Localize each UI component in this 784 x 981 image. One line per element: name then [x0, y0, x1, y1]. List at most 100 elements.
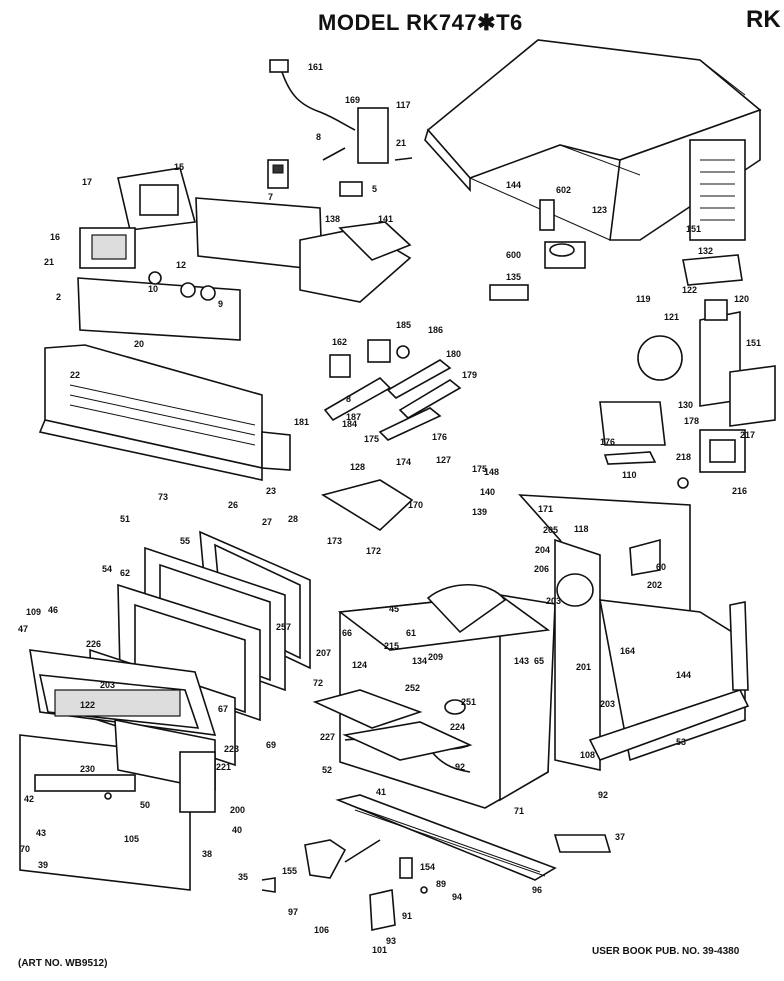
part-number-label: 143: [514, 656, 529, 666]
part-number-label: 169: [345, 95, 360, 105]
part-number-label: 122: [80, 700, 95, 710]
part-number-label: 73: [158, 492, 168, 502]
part-number-label: 124: [352, 660, 367, 670]
part-number-label: 139: [472, 507, 487, 517]
part-number-label: 122: [682, 285, 697, 295]
right-side-parts: [489, 199, 776, 489]
part-number-label: 132: [698, 246, 713, 256]
control-panel-parts: [77, 167, 412, 341]
part-number-label: 186: [428, 325, 443, 335]
part-number-label: 92: [598, 790, 608, 800]
part-number-label: 62: [120, 568, 130, 578]
part-number-label: 94: [452, 892, 462, 902]
part-number-label: 15: [174, 162, 184, 172]
part-number-label: 176: [600, 437, 615, 447]
part-number-label: 205: [543, 525, 558, 535]
wire-harness-part: [267, 59, 413, 197]
part-number-label: 118: [574, 524, 589, 534]
part-number-label: 251: [461, 697, 476, 707]
part-number-label: 12: [176, 260, 186, 270]
part-number-label: 178: [684, 416, 699, 426]
part-number-label: 20: [134, 339, 144, 349]
part-number-label: 130: [678, 400, 693, 410]
part-number-label: 9: [218, 299, 223, 309]
part-number-label: 148: [484, 467, 499, 477]
part-number-label: 140: [480, 487, 495, 497]
part-number-label: 161: [308, 62, 323, 72]
part-number-label: 120: [734, 294, 749, 304]
part-number-label: 151: [686, 224, 701, 234]
part-number-label: 215: [384, 641, 399, 651]
outer-frame-part: [518, 494, 750, 771]
part-number-label: 7: [268, 192, 273, 202]
part-number-label: 17: [82, 177, 92, 187]
part-number-label: 61: [406, 628, 416, 638]
part-number-label: 202: [647, 580, 662, 590]
part-number-label: 8: [346, 394, 351, 404]
part-number-label: 43: [36, 828, 46, 838]
part-number-label: 16: [50, 232, 60, 242]
part-number-label: 105: [124, 834, 139, 844]
part-number-label: 172: [366, 546, 381, 556]
oven-cavity-part: [312, 583, 556, 809]
console-panel-part: [38, 344, 291, 481]
part-number-label: 221: [216, 762, 231, 772]
part-number-label: 109: [26, 607, 41, 617]
part-number-label: 184: [342, 419, 357, 429]
part-number-label: 171: [538, 504, 553, 514]
part-number-label: 181: [294, 417, 309, 427]
part-number-label: 28: [288, 514, 298, 524]
part-number-label: 200: [230, 805, 245, 815]
part-number-label: 179: [462, 370, 477, 380]
part-number-label: 173: [327, 536, 342, 546]
part-number-label: 257: [276, 622, 291, 632]
part-number-label: 123: [592, 205, 607, 215]
part-number-label: 223: [224, 744, 239, 754]
part-number-label: 176: [432, 432, 447, 442]
part-number-label: 66: [342, 628, 352, 638]
part-number-label: 50: [140, 800, 150, 810]
part-number-label: 117: [396, 100, 411, 110]
part-number-label: 37: [615, 832, 625, 842]
part-number-label: 110: [622, 470, 637, 480]
part-number-label: 45: [389, 604, 399, 614]
model-code: RK: [746, 6, 781, 33]
part-number-label: 40: [232, 825, 242, 835]
part-number-label: 97: [288, 907, 298, 917]
part-number-label: 35: [238, 872, 248, 882]
part-number-label: 206: [534, 564, 549, 574]
part-number-label: 5: [372, 184, 377, 194]
part-number-label: 141: [378, 214, 393, 224]
part-number-label: 203: [600, 699, 615, 709]
part-number-label: 203: [546, 596, 561, 606]
part-number-label: 209: [428, 652, 443, 662]
part-number-label: 8: [316, 132, 321, 142]
part-number-label: 134: [412, 656, 427, 666]
part-number-label: 23: [266, 486, 276, 496]
part-number-label: 39: [38, 860, 48, 870]
part-number-label: 119: [636, 294, 651, 304]
cabinet-top-part: [424, 39, 762, 241]
part-number-label: 53: [676, 737, 686, 747]
part-number-label: 92: [455, 762, 465, 772]
part-number-label: 65: [534, 656, 544, 666]
part-number-label: 41: [376, 787, 386, 797]
part-number-label: 46: [48, 605, 58, 615]
part-number-label: 22: [70, 370, 80, 380]
part-number-label: 138: [325, 214, 340, 224]
part-number-label: 52: [322, 765, 332, 775]
part-number-label: 106: [314, 925, 329, 935]
part-number-label: 170: [408, 500, 423, 510]
part-number-label: 26: [228, 500, 238, 510]
part-number-label: 204: [535, 545, 550, 555]
part-number-label: 38: [202, 849, 212, 859]
part-number-label: 162: [332, 337, 347, 347]
part-number-label: 71: [514, 806, 524, 816]
part-number-label: 54: [102, 564, 112, 574]
part-number-label: 51: [120, 514, 130, 524]
oven-door-assembly: [19, 530, 311, 891]
user-book-number: USER BOOK PUB. NO. 39-4380: [592, 946, 740, 957]
art-number: (ART NO. WB9512): [18, 958, 108, 969]
part-number-label: 218: [676, 452, 691, 462]
